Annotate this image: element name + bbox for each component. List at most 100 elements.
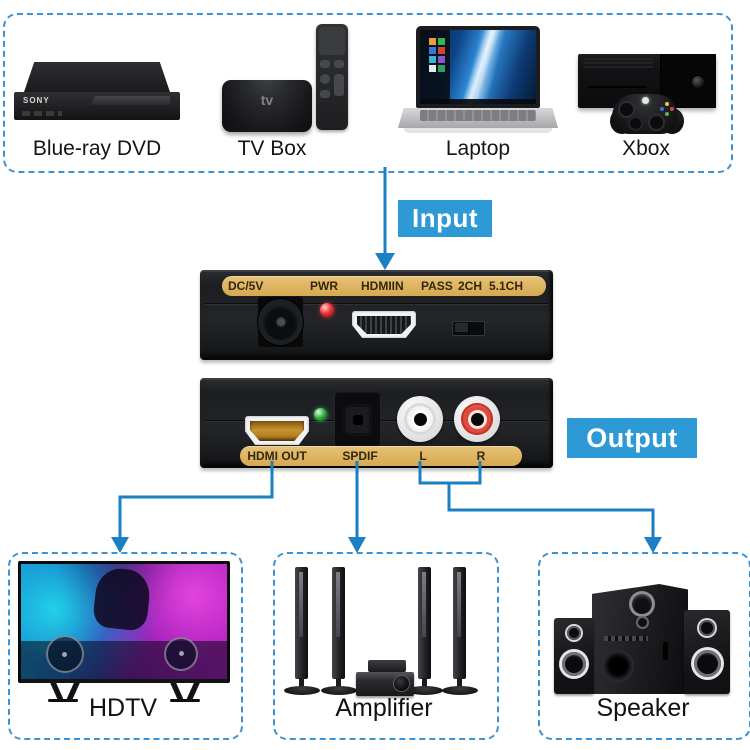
start-tile [438, 65, 445, 72]
laptop-wallpaper [420, 30, 536, 104]
tower-grille [336, 572, 340, 637]
woofer [562, 652, 586, 676]
subwoofer-grille [604, 636, 648, 641]
hdmi-out-contacts [250, 421, 304, 441]
xbox-disc-slot [588, 86, 646, 88]
controller-x-button [660, 107, 664, 111]
tower-base [320, 686, 357, 695]
laptop-screen-bezel [416, 26, 540, 108]
rca-left-ring [404, 403, 436, 435]
subwoofer [592, 584, 688, 694]
input-badge: Input [398, 200, 492, 237]
dvd-brand-text: SONY [23, 96, 50, 105]
spdif-optical-port [334, 391, 381, 448]
hdtv-arrowhead [111, 537, 129, 553]
bottom-panel-label-strip: HDMI OUT SPDIF L R [240, 446, 522, 466]
label-speaker: Speaker [596, 694, 690, 722]
start-tile [438, 38, 445, 45]
tower-speaker [283, 567, 320, 695]
tower-stem [336, 678, 341, 689]
xbox-image [576, 50, 718, 140]
spdif-hole [352, 414, 363, 425]
amplifier-arrowhead [348, 537, 366, 553]
input-group-box [3, 13, 733, 173]
center-speaker [368, 660, 406, 672]
tower-speaker [320, 567, 357, 695]
laptop-base [398, 108, 558, 128]
tower-grille [422, 572, 426, 637]
dj-silhouette [92, 565, 152, 632]
controller-body [612, 94, 678, 134]
controller-left-stick [620, 103, 633, 116]
xbox-gloss-panel [659, 54, 716, 108]
port-label-hdmiin: HDMIIN [361, 279, 404, 293]
label-amplifier: Amplifier [335, 694, 433, 722]
port-label-pass: PASS [421, 279, 453, 293]
power-led-red [320, 303, 334, 317]
start-tile [429, 47, 436, 54]
taskbar [420, 99, 536, 104]
lr-to-speaker-line [447, 483, 655, 540]
remote-volume-button [334, 74, 344, 96]
controller-a-button [665, 112, 669, 116]
label-laptop: Laptop [445, 137, 511, 160]
remote-button [320, 60, 330, 68]
tower-base [441, 686, 478, 695]
speaker-image [548, 584, 734, 696]
remote-button [320, 90, 330, 98]
remote-mic-button [320, 74, 330, 84]
remote-button [334, 60, 344, 68]
lr-join-bracket [418, 461, 482, 485]
start-tile [429, 65, 436, 72]
controller-home-button [642, 97, 649, 104]
top-panel-label-strip: DC/5V PWR HDMIIN PASS 2CH 5.1CH [222, 276, 546, 296]
subwoofer-slot [663, 642, 668, 660]
hdtv-screen [21, 564, 227, 680]
turntable-right [164, 636, 199, 671]
tower-grille [299, 572, 303, 637]
hdtv-frame [18, 561, 230, 683]
tv-box-body: tv [222, 80, 312, 132]
tv-box-remote [316, 24, 348, 130]
hdtv-image [18, 561, 230, 703]
tower-stem [422, 678, 427, 689]
amplifier-group-box [273, 552, 499, 740]
tv-box-logo-text: tv [260, 92, 274, 108]
dc-power-jack [258, 296, 303, 347]
satellite-speaker-right [684, 610, 730, 694]
dvd-disc-tray [90, 96, 171, 105]
port-label-spdif: SPDIF [342, 449, 378, 463]
start-tile [438, 56, 445, 63]
panel-seam [205, 303, 548, 304]
dvd-front-buttons [22, 111, 62, 116]
amplifier-image [280, 567, 486, 700]
label-bluray-dvd: Blue-ray DVD [32, 137, 162, 160]
tweeter [567, 626, 581, 640]
port-label-hdmi-out: HDMI OUT [247, 449, 307, 463]
subwoofer-bass-port [602, 650, 634, 682]
xbox-controller [610, 94, 684, 140]
hdtv-group-box [8, 552, 243, 740]
av-receiver [356, 672, 414, 696]
start-menu-panel [420, 30, 450, 104]
dvd-top-surface [24, 62, 170, 92]
woofer [693, 650, 721, 677]
dc-jack-ring [258, 298, 303, 345]
tv-box-image: tv [222, 24, 350, 136]
controller-right-stick [650, 116, 663, 129]
label-hdtv: HDTV [88, 694, 158, 722]
subwoofer-knob [632, 594, 652, 614]
subwoofer-small-knob [638, 618, 647, 627]
rca-right-red [454, 396, 500, 442]
hdtv-left-foot [48, 699, 78, 702]
hdmi-out-port [245, 416, 309, 445]
tower-base [283, 686, 320, 695]
start-tile [438, 47, 445, 54]
rca-right-hole [470, 412, 484, 426]
converter-bottom-panel: HDMI OUT SPDIF L R [200, 378, 553, 468]
hdmi-out-to-hdtv-line [118, 461, 274, 540]
label-xbox: Xbox [622, 137, 670, 160]
output-badge: Output [567, 418, 697, 458]
